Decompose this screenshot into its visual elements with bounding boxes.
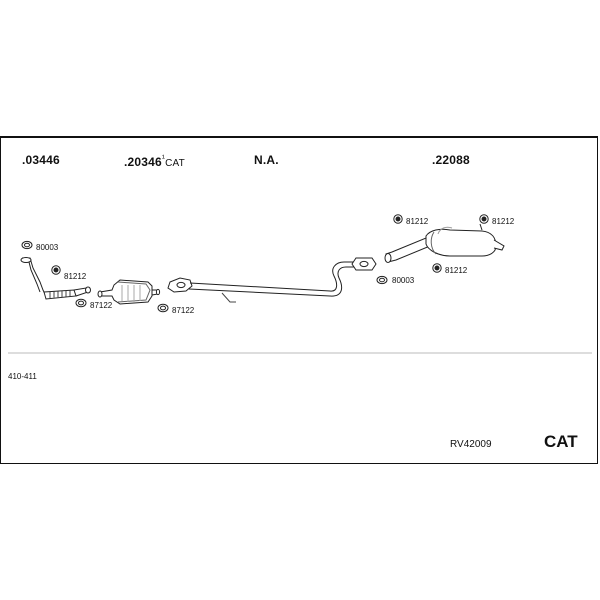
model-range: 410-411	[8, 372, 37, 381]
part-number-middle-pipe: N.A.	[254, 153, 279, 167]
gasket-87122-b-icon	[157, 303, 169, 313]
kit-code: RV42009	[450, 439, 492, 450]
gasket-80003-right-icon	[376, 275, 388, 285]
clamp-81212-left-icon	[51, 265, 61, 275]
frame-top-rule	[0, 136, 598, 138]
label-gasket-80003-right: 80003	[392, 276, 415, 285]
part-number-front-pipe: .03446	[22, 153, 60, 167]
front-pipe-icon	[20, 257, 91, 300]
hanger-81212-top-right-icon	[479, 214, 489, 224]
middle-pipe-icon	[167, 257, 377, 303]
label-clamp-81212-left: 81212	[64, 272, 87, 281]
label-gasket-80003-left: 80003	[36, 243, 59, 252]
part-number-rear-silencer: .22088	[432, 153, 470, 167]
cat-label: CAT	[544, 432, 578, 451]
catalytic-converter-icon	[97, 279, 161, 305]
label-hanger-81212-top-right: 81212	[492, 217, 515, 226]
rear-silencer-icon	[384, 223, 505, 263]
gasket-87122-a-icon	[75, 298, 87, 308]
hanger-81212-top-left-icon	[393, 214, 403, 224]
label-gasket-87122-b: 87122	[172, 306, 195, 315]
label-gasket-87122-a: 87122	[90, 301, 113, 310]
label-hanger-81212-bottom: 81212	[445, 266, 468, 275]
label-hanger-81212-top-left: 81212	[406, 217, 429, 226]
gasket-80003-left-icon	[21, 240, 33, 250]
part-number-catalyst: .20346¹CAT	[124, 153, 185, 169]
hanger-81212-bottom-icon	[432, 263, 442, 273]
